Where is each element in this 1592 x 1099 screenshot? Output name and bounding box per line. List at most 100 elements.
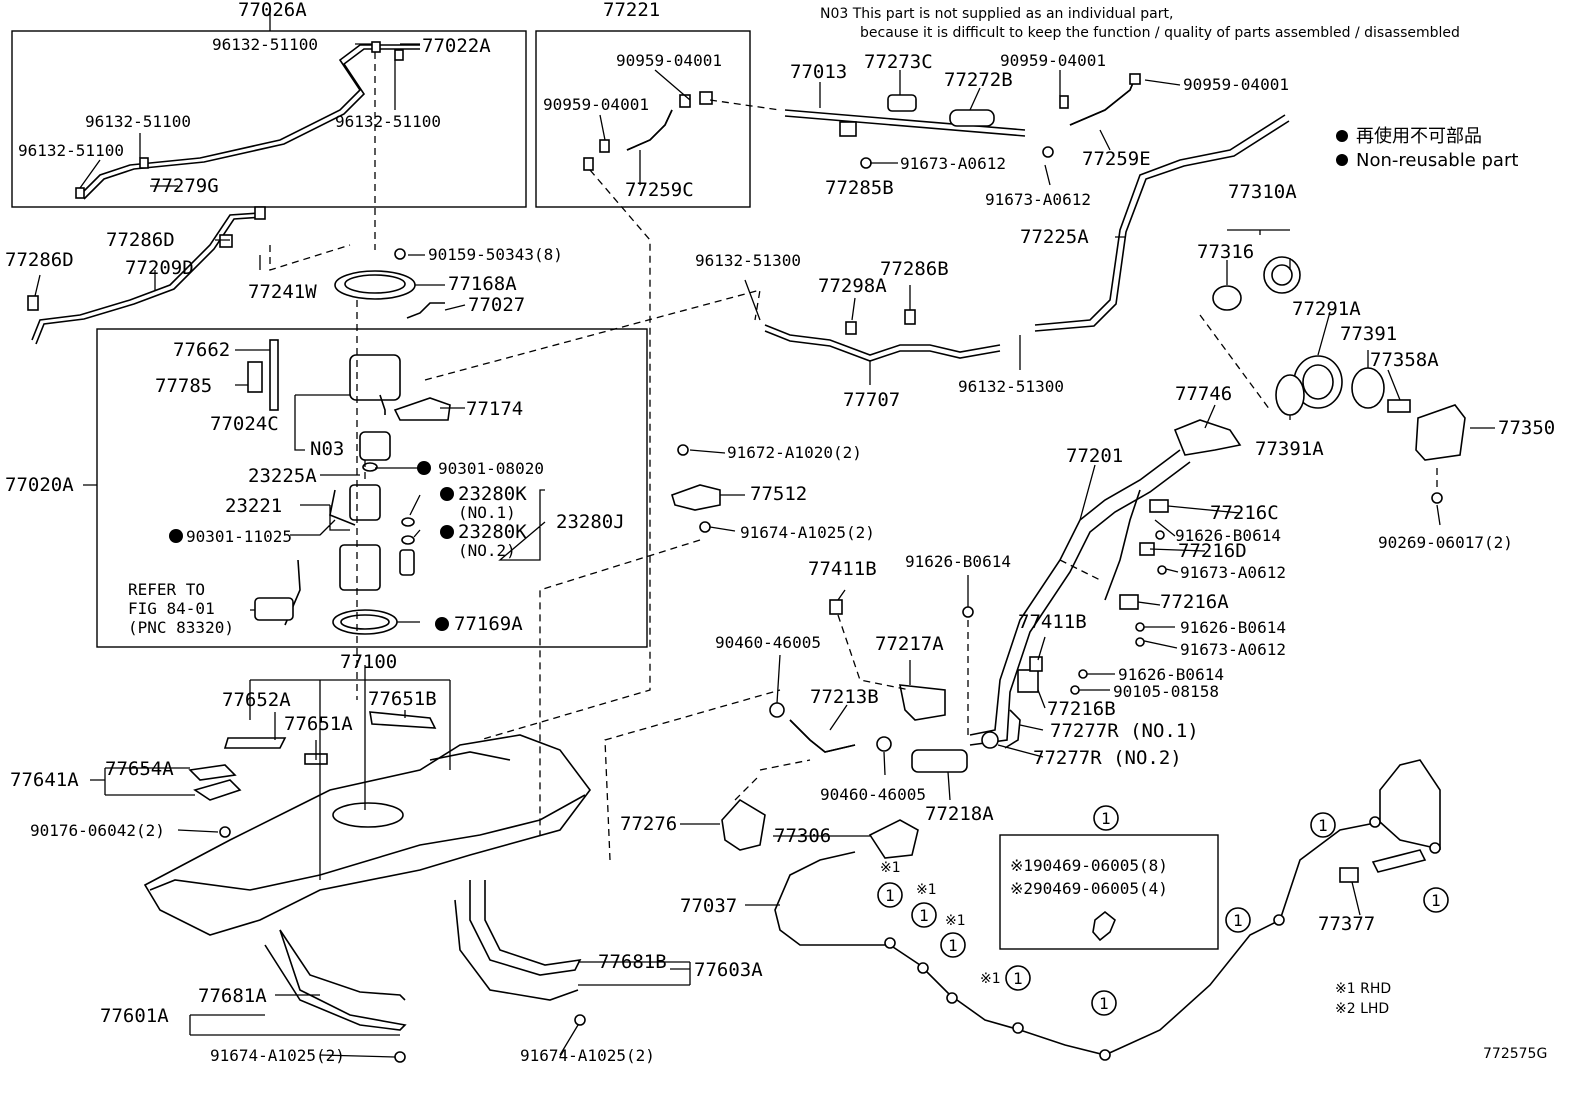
label-clip-1: ※190469-06005(8) bbox=[1010, 856, 1168, 875]
clip-b bbox=[75, 187, 85, 199]
connector-77377 bbox=[1371, 849, 1427, 873]
part-77746 bbox=[1173, 419, 1242, 456]
pipe-77707 bbox=[764, 324, 1001, 356]
label-N03: N03 bbox=[310, 438, 344, 460]
label-no2: (NO.2) bbox=[458, 541, 516, 560]
circle-marker-3 bbox=[911, 902, 937, 928]
dash-3 bbox=[269, 244, 351, 271]
part-77654A bbox=[188, 764, 237, 781]
label-77013: 77013 bbox=[790, 61, 847, 83]
box-77221 bbox=[535, 30, 751, 208]
label-77168A: 77168A bbox=[448, 273, 517, 295]
legend-dot-jp bbox=[1336, 130, 1348, 142]
label-23280J: 23280J bbox=[556, 511, 625, 533]
box-77026A bbox=[11, 30, 527, 208]
dash-8 bbox=[604, 689, 781, 861]
label-77024C: 77024C bbox=[210, 413, 279, 435]
part-77216A bbox=[1119, 594, 1139, 610]
hose-77213B-inner bbox=[789, 719, 856, 753]
bolt-91626-b bbox=[1135, 622, 1145, 632]
part-77277R-2 bbox=[981, 731, 999, 749]
clip-top-r1 bbox=[1059, 95, 1069, 109]
part-77216B bbox=[1017, 669, 1039, 693]
mark-rhd-2: ※1 bbox=[916, 882, 937, 898]
label-91626-a: 91626-B0614 bbox=[1175, 526, 1281, 545]
pipe-77201-b bbox=[969, 461, 1191, 746]
label-77216A: 77216A bbox=[1160, 591, 1229, 613]
label-77411B-a: 77411B bbox=[808, 558, 877, 580]
part-77350 bbox=[1415, 404, 1466, 461]
label-91673-c: 91673-A0612 bbox=[1180, 563, 1286, 582]
label-77601A: 77601A bbox=[100, 1005, 169, 1027]
circle-marker-6 bbox=[1091, 990, 1117, 1016]
nonreuse-dot-23280K-2 bbox=[440, 525, 454, 539]
box-77020A bbox=[96, 328, 648, 648]
part-77218A bbox=[911, 749, 968, 773]
hose-77259C-inner bbox=[626, 109, 673, 151]
clip-77221-d bbox=[699, 91, 713, 105]
circle-marker-5 bbox=[1005, 965, 1031, 991]
label-77512: 77512 bbox=[750, 483, 807, 505]
part-77785 bbox=[247, 361, 263, 393]
part-77286D-b bbox=[219, 234, 233, 248]
label-77603A: 77603A bbox=[694, 959, 763, 981]
dash-13 bbox=[837, 614, 911, 691]
label-77201: 77201 bbox=[1066, 445, 1123, 467]
label-no1: (NO.1) bbox=[458, 503, 516, 522]
part-77276 bbox=[721, 798, 766, 851]
fuel-tank-77100 bbox=[143, 734, 591, 936]
legend-en: Non-reusable part bbox=[1356, 150, 1518, 171]
clip-icon bbox=[1092, 910, 1116, 942]
dash-4 bbox=[479, 169, 651, 741]
part-77169A-inner bbox=[340, 614, 390, 630]
hose-77259C bbox=[626, 109, 673, 151]
legend-jp: 再使用不可部品 bbox=[1356, 126, 1482, 147]
label-90959-a: 90959-04001 bbox=[616, 51, 722, 70]
circle-marker-4 bbox=[940, 932, 966, 958]
part-77411B-a bbox=[829, 599, 843, 615]
label-23225A: 23225A bbox=[248, 465, 317, 487]
label-77241W: 77241W bbox=[248, 281, 317, 303]
note-rhd: ※1 RHD bbox=[1335, 981, 1391, 997]
tank-opening bbox=[332, 802, 404, 828]
mark-rhd-3: ※1 bbox=[945, 913, 966, 929]
bolt-91673-d bbox=[1135, 637, 1145, 647]
label-77100: 77100 bbox=[340, 651, 397, 673]
mark-rhd-4: ※1 bbox=[980, 971, 1001, 987]
part-77286D-a bbox=[27, 295, 39, 311]
label-77651A: 77651A bbox=[284, 713, 353, 735]
node-2 bbox=[917, 962, 929, 974]
circle-num-4: 1 bbox=[948, 936, 958, 955]
label-77785: 77785 bbox=[155, 375, 212, 397]
label-96132-51100-a: 96132-51100 bbox=[212, 35, 318, 54]
label-96132-51100-c: 96132-51100 bbox=[335, 112, 441, 131]
label-77216C: 77216C bbox=[1210, 502, 1279, 524]
label-90176: 90176-06042(2) bbox=[30, 821, 165, 840]
label-23280K-1: 23280K bbox=[458, 483, 527, 505]
label-77350: 77350 bbox=[1498, 417, 1555, 439]
bolt-90105 bbox=[1070, 685, 1080, 695]
part-77512 bbox=[671, 484, 721, 511]
pipe-77225A bbox=[1034, 114, 1286, 326]
label-91674-a: 91674-A1025(2) bbox=[740, 523, 875, 542]
pipe-77279G bbox=[79, 44, 420, 196]
label-77651B: 77651B bbox=[368, 688, 437, 710]
label-90159: 90159-50343(8) bbox=[428, 245, 563, 264]
circle-num-1: 1 bbox=[1101, 809, 1111, 828]
strap-77681A bbox=[279, 929, 406, 1001]
dash-10 bbox=[734, 774, 761, 801]
note-lhd: ※2 LHD bbox=[1335, 1001, 1389, 1017]
label-77225A: 77225A bbox=[1020, 226, 1089, 248]
circle-marker-2 bbox=[877, 882, 903, 908]
part-77652A bbox=[223, 737, 287, 749]
label-77746: 77746 bbox=[1175, 383, 1232, 405]
dash-11 bbox=[1199, 314, 1271, 411]
label-77174: 77174 bbox=[466, 398, 523, 420]
label-77027: 77027 bbox=[468, 294, 525, 316]
box-clip bbox=[999, 834, 1219, 950]
bolt-90176 bbox=[219, 826, 231, 838]
pipe-77279G-b bbox=[83, 48, 420, 200]
part-77298A bbox=[845, 321, 857, 335]
note-n03-line1: N03 This part is not supplied as an indi… bbox=[820, 6, 1173, 22]
